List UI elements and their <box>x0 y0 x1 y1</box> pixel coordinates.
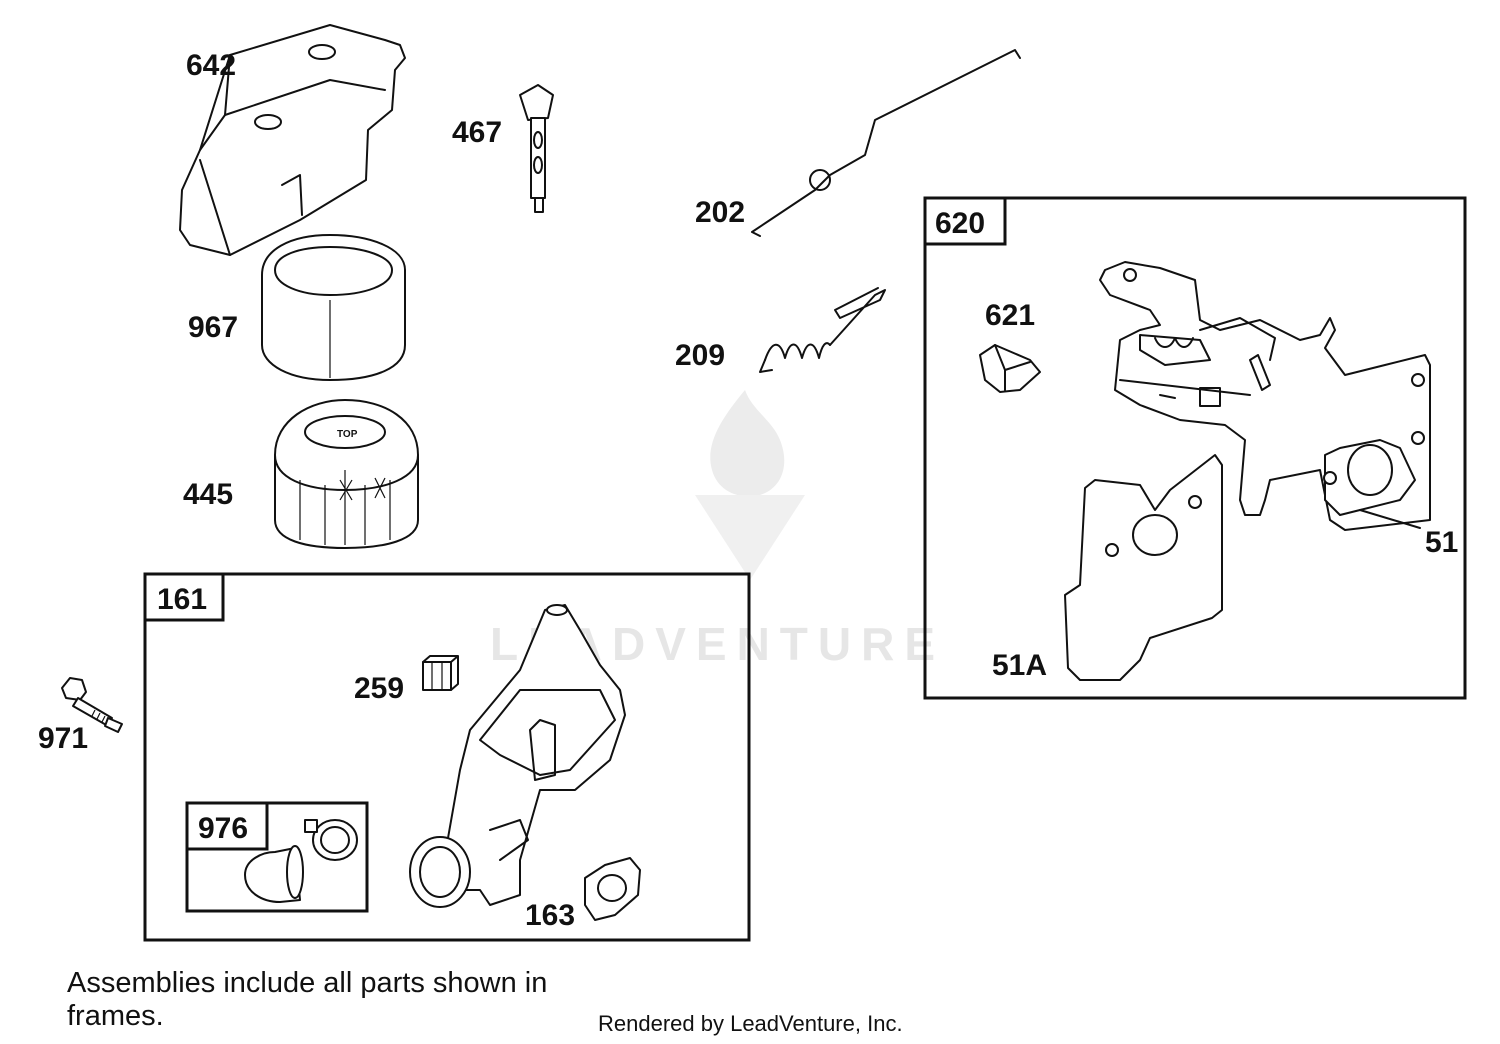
callout-620: 620 <box>935 207 985 240</box>
callout-209: 209 <box>675 339 725 372</box>
frame-161: 161 <box>143 572 751 942</box>
note-line-2: frames. <box>67 1000 164 1032</box>
frame-620: 620 <box>923 196 1467 700</box>
part-202-link[interactable] <box>751 49 1021 237</box>
callout-202: 202 <box>695 196 745 229</box>
callout-161: 161 <box>157 583 207 616</box>
part-621-clip[interactable] <box>979 344 1041 393</box>
callout-51a: 51A <box>992 649 1047 682</box>
frame-976: 976 <box>185 801 369 913</box>
part-971-bolt[interactable] <box>61 677 123 733</box>
callout-976: 976 <box>198 812 248 845</box>
render-credit: Rendered by LeadVenture, Inc. <box>598 1011 903 1036</box>
part-259-stud[interactable] <box>422 655 459 691</box>
part-642-cover[interactable] <box>179 24 406 256</box>
callout-445: 445 <box>183 478 233 511</box>
part-467-dipstick[interactable] <box>519 84 554 213</box>
callout-621: 621 <box>985 299 1035 332</box>
watermark-v-icon <box>695 495 805 580</box>
part-163-gasket[interactable] <box>584 857 641 921</box>
part-51-gasket[interactable] <box>1323 373 1425 529</box>
part-976-kit[interactable] <box>244 819 358 903</box>
callout-163: 163 <box>525 899 575 932</box>
callout-51: 51 <box>1425 526 1458 559</box>
callout-971: 971 <box>38 722 88 755</box>
callout-967: 967 <box>188 311 238 344</box>
part-209-spring[interactable] <box>759 287 886 373</box>
filter-top-label: TOP <box>337 429 358 440</box>
note-line-1: Assemblies include all parts shown in <box>67 967 547 999</box>
callout-259: 259 <box>354 672 404 705</box>
part-967-precleaner[interactable] <box>261 234 406 381</box>
watermark-flame-icon <box>710 390 785 497</box>
callout-467: 467 <box>452 116 502 149</box>
part-161-base[interactable] <box>409 604 626 908</box>
callout-642: 642 <box>186 49 236 82</box>
part-445-filter[interactable]: TOP <box>274 399 419 549</box>
part-51a-plate[interactable] <box>1064 454 1223 681</box>
